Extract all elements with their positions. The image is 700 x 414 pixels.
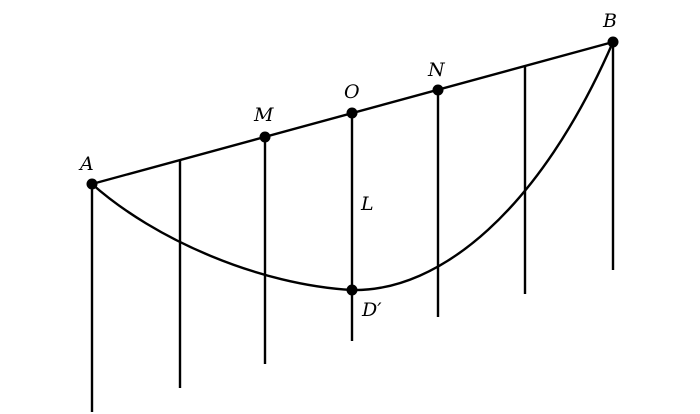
point-a: [86, 178, 98, 190]
label-o: O: [344, 81, 360, 103]
point-m: [259, 131, 271, 143]
label-n: N: [427, 59, 446, 81]
point-d-prime: [346, 284, 358, 296]
point-b: [607, 36, 619, 48]
label-m: M: [253, 104, 274, 126]
label-a: A: [78, 153, 94, 175]
point-o: [346, 107, 358, 119]
label-d-prime: D′: [361, 299, 382, 321]
curve-a-to-b: [91, 41, 615, 292]
label-b: B: [602, 10, 617, 32]
label-l: L: [360, 193, 374, 215]
point-n: [432, 84, 444, 96]
